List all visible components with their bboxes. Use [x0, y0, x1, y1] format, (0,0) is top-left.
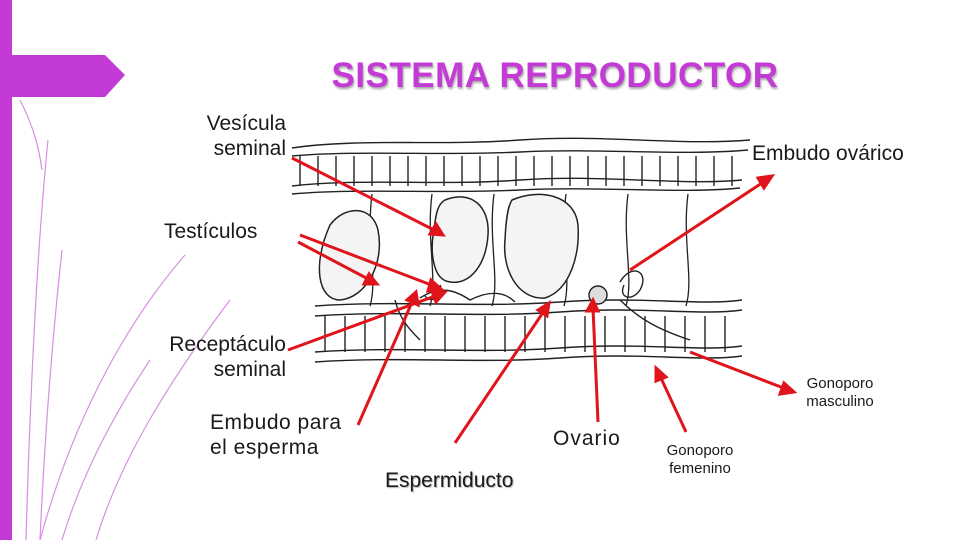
accent-line [95, 299, 231, 540]
accent-line [61, 359, 151, 540]
arrow-vesicula-seminal [291, 156, 446, 237]
accent-line [19, 99, 43, 171]
arrow-gonoporo-masculino [689, 350, 798, 396]
label-line: Vesícula [206, 112, 286, 135]
accent-line [39, 254, 186, 540]
label-receptaculo-seminal: Receptáculo seminal [120, 333, 286, 383]
label-embudo-esperma: Embudo para el esperma [210, 411, 342, 461]
label-line: Receptáculo [169, 333, 286, 356]
label-line: el esperma [210, 435, 319, 459]
label-line: Gonoporo [806, 375, 874, 392]
label-line: seminal [213, 357, 286, 381]
arrow-espermiducto [453, 299, 551, 444]
label-espermiducto: Espermiducto [385, 469, 514, 492]
arrow-receptaculo-seminal [287, 289, 449, 352]
arrow-embudo-esperma [356, 289, 420, 426]
arrow-testiculo-1 [297, 240, 381, 286]
label-line: masculino [806, 392, 874, 410]
pointer-arrows [287, 156, 798, 444]
seminal-vesicles [318, 193, 579, 301]
label-embudo-ovarico: Embudo ovárico [752, 142, 904, 165]
label-testiculos: Testículos [164, 220, 258, 243]
accent-chevron [12, 55, 125, 97]
accent-bar [0, 0, 12, 540]
label-line: Embudo para [210, 411, 342, 434]
label-ovario: Ovario [553, 427, 621, 450]
body-wall-top [291, 137, 751, 195]
label-vesicula-seminal: Vesícula seminal [150, 112, 286, 162]
body-wall-bottom [314, 299, 743, 363]
arrow-gonoporo-femenino [654, 364, 688, 433]
label-gonoporo-masculino: Gonoporo masculino [790, 375, 890, 410]
accent-line [39, 249, 63, 540]
label-line: seminal [213, 136, 286, 160]
label-gonoporo-femenino: Gonoporo femenino [652, 442, 748, 477]
label-line: femenino [669, 459, 731, 477]
accent-line [25, 139, 49, 540]
arrow-ovario [584, 296, 601, 423]
page-title: SISTEMA REPRODUCTOR [331, 56, 779, 95]
label-line: Gonoporo [666, 442, 734, 459]
arrow-embudo-ovarico [629, 174, 776, 272]
